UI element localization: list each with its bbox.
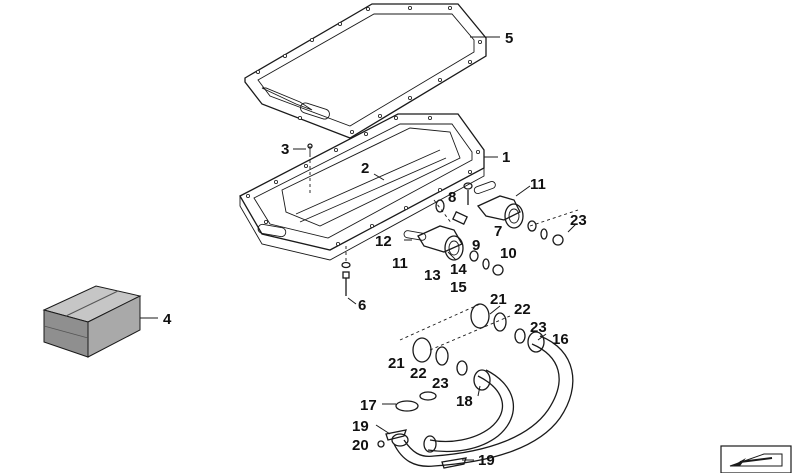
callout-23-upper: 23 — [570, 212, 587, 229]
leader-lines — [140, 36, 577, 461]
callout-12: 12 — [375, 233, 392, 250]
callout-8: 8 — [448, 189, 456, 206]
pickup-assembly-lower — [417, 225, 504, 276]
pipe-connectors — [412, 303, 526, 376]
gasket-holes — [255, 6, 482, 134]
callout-11-lower: 11 — [392, 255, 408, 272]
callout-9: 9 — [472, 237, 480, 254]
callout-6: 6 — [358, 297, 366, 314]
callout-21-lower: 21 — [388, 355, 405, 372]
callout-10: 10 — [500, 245, 517, 262]
callout-2: 2 — [361, 160, 369, 177]
gasket-part — [244, 3, 487, 139]
callout-20: 20 — [352, 437, 369, 454]
callout-14: 14 — [450, 261, 467, 278]
callout-23-lower: 23 — [432, 375, 449, 392]
drain-bolt-part — [341, 261, 351, 296]
callout-16: 16 — [552, 331, 569, 348]
callout-21-upper: 21 — [490, 291, 507, 308]
callout-19-right: 19 — [478, 452, 495, 469]
callout-1: 1 — [502, 149, 510, 166]
callout-3: 3 — [281, 141, 289, 158]
callout-labels: 5 1 2 3 4 6 8 11 7 23 12 9 10 11 13 14 1… — [163, 30, 587, 469]
callout-19-left: 19 — [352, 418, 369, 435]
clamp-parts — [377, 429, 467, 469]
navigate-arrow-icon[interactable] — [720, 445, 792, 473]
callout-15: 15 — [450, 279, 467, 296]
seal-rings — [395, 391, 437, 412]
callout-17: 17 — [360, 397, 377, 414]
callout-22-lower: 22 — [410, 365, 427, 382]
oil-pan-holes — [245, 116, 480, 246]
callout-7: 7 — [494, 223, 502, 240]
callout-23-middle: 23 — [530, 319, 547, 336]
small-screw-part — [307, 143, 313, 154]
callout-4: 4 — [163, 311, 172, 328]
bolt-washer-parts — [403, 181, 496, 241]
callout-22-upper: 22 — [514, 301, 531, 318]
oil-pipe-part — [391, 331, 574, 467]
pickup-assembly-upper — [476, 195, 564, 246]
callout-11-upper: 11 — [530, 176, 546, 193]
oil-pan-part — [239, 113, 485, 261]
service-kit-box — [42, 285, 142, 358]
callout-13: 13 — [424, 267, 441, 284]
callout-5: 5 — [505, 30, 513, 47]
callout-18: 18 — [456, 393, 473, 410]
